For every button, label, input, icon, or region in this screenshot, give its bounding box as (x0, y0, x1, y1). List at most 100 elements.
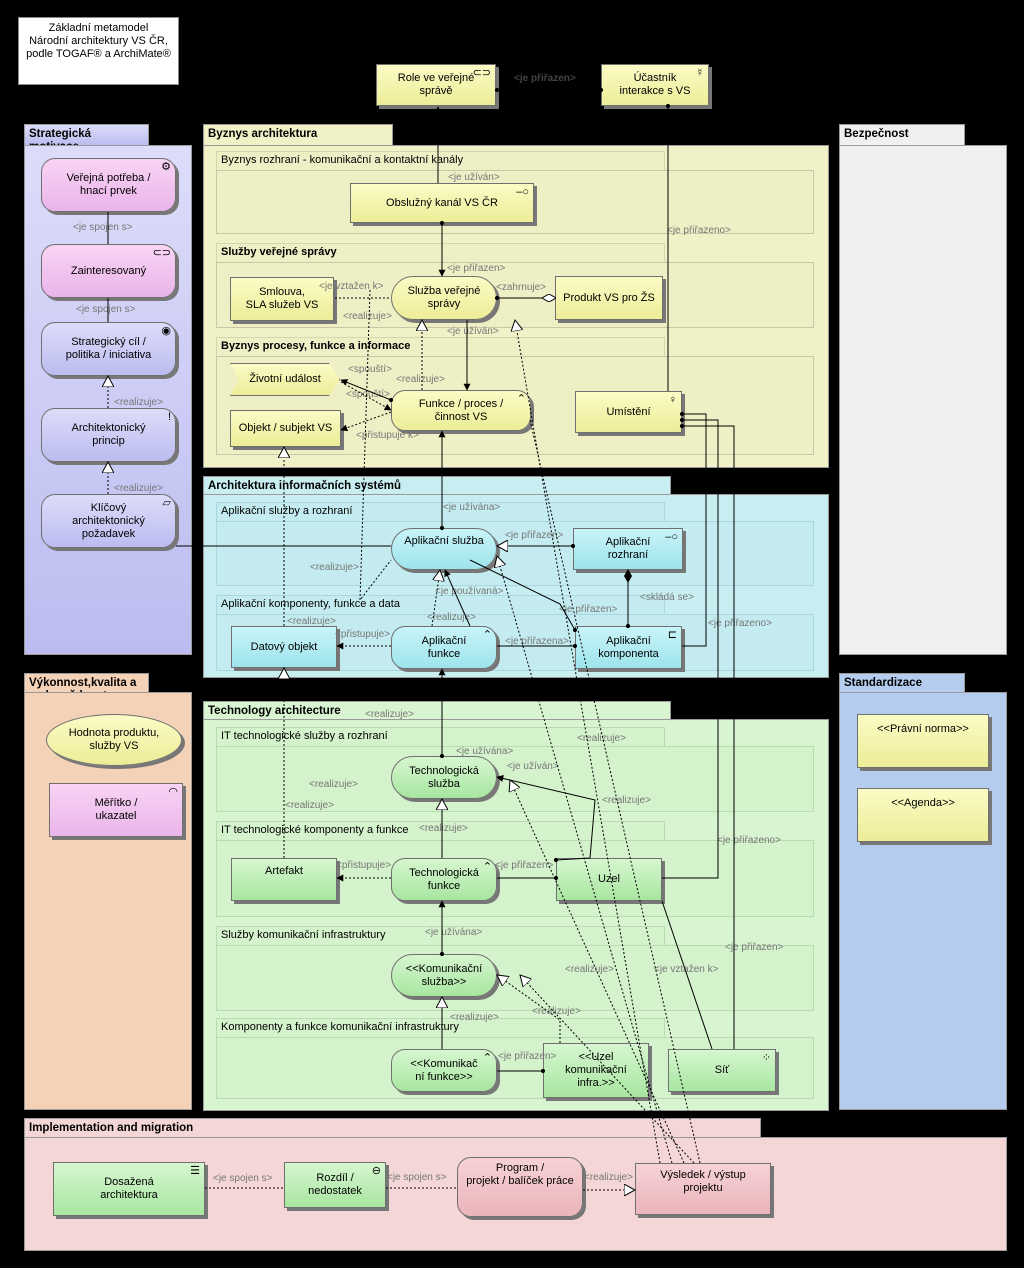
actor-icon: ☿ (695, 67, 704, 79)
relation-label-used-by-a: <je užívána> (443, 502, 501, 513)
tech-service-element[interactable]: Technologická služba (391, 756, 497, 799)
program-element[interactable]: Program / projekt / balíček práce (457, 1157, 583, 1217)
relation-label-used-t3: <je užívána> (425, 927, 483, 938)
relation-label-realizes-2: <realizuje> (396, 374, 445, 385)
relation-label-assigned-t2: <je přiřazeno> (717, 835, 781, 846)
interface-icon: –○ (516, 186, 529, 198)
subgroup-channels-tab: Byznys rozhraní - komunikační a kontaktn… (216, 151, 665, 171)
relation-label-associated: <je spojen s> (73, 222, 133, 233)
need-element[interactable]: Veřejná potřeba / hnací prvek⚙ (41, 158, 176, 212)
process-element[interactable]: Funkce / proces / činnost VS⌃ (391, 390, 531, 431)
subgroup-comm-services (216, 945, 814, 1011)
relation-label-related: <je vztažen k> (319, 281, 384, 292)
legal-norm-element[interactable]: <<Právní norma>> (857, 714, 989, 768)
data-object-element[interactable]: Datový objekt (231, 626, 337, 668)
subgroup-channels (216, 170, 814, 234)
relation-label-assigned-c2: <je přiřazeno> (708, 618, 772, 629)
relation-label-assigned-t: <je přiřazen> (495, 860, 554, 871)
app-service-element[interactable]: Aplikační služba (391, 528, 497, 570)
comm-node-element[interactable]: <<Uzel komunikační infra.>> (543, 1043, 649, 1098)
channel-element[interactable]: Obslužný kanál VS ČR–○ (350, 183, 534, 223)
relation-label-accesses: <přistupuje k> (356, 430, 419, 441)
life-event-element[interactable]: Životní událost (230, 363, 340, 396)
product-element[interactable]: Produkt VS pro ŽS (555, 276, 663, 320)
relation-label-realizes-a: <realizuje> (310, 562, 359, 573)
deliverable-element[interactable]: Výsledek / výstup projektu (635, 1163, 771, 1215)
interface-icon: –○ (665, 531, 678, 543)
baseline-element[interactable]: Dosažená architektura☰ (53, 1162, 205, 1216)
gauge-icon: ◠ (168, 786, 178, 798)
artifact-element[interactable]: Artefakt (231, 858, 337, 901)
app-function-element[interactable]: Aplikační funkce⌃ (391, 626, 497, 669)
relation-label-realizes-c2: <realizuje> (450, 1012, 499, 1023)
group-tech-tab: Technology architecture (203, 701, 671, 720)
principle-element[interactable]: Architektonický princip! (41, 408, 176, 462)
relation-label-realizes-t2: <realizuje> (577, 733, 626, 744)
subgroup-comm-components-tab: Komponenty a funkce komunikační infrastr… (216, 1018, 665, 1038)
relation-label-realizes-t6: <realizuje> (419, 823, 468, 834)
subgroup-services-tab: Služby veřejné správy (216, 243, 665, 263)
relation-label-used-a2: <je používaná> (435, 586, 504, 597)
principle-icon: ! (167, 411, 171, 423)
actor-element[interactable]: Účastník interakce s VS☿ (601, 64, 709, 106)
relation-label-realizes-a2: <realizuje> (427, 612, 476, 623)
comm-function-element[interactable]: <<Komunikač ní funkce>>⌃ (391, 1049, 497, 1092)
group-security-tab: Bezpečnost (839, 124, 965, 146)
relation-label-assoc-i1: <je spojen s> (213, 1173, 273, 1184)
stakeholder-element[interactable]: Zainteresovaný⊂⊃ (41, 244, 176, 298)
contract-element[interactable]: Smlouva, SLA služeb VS (230, 277, 334, 321)
group-motivation-tab: Strategická motivace (24, 124, 149, 153)
requirement-element[interactable]: Klíčový architektonický požadavek▱ (41, 494, 176, 548)
process-icon: ⌃ (516, 393, 526, 405)
requirement-icon: ▱ (162, 497, 171, 509)
location-element[interactable]: Umístění♀ (575, 391, 682, 433)
goal-element[interactable]: Strategický cíl / politika / iniciativa◉ (41, 322, 176, 376)
relation-label-realizes: <realizuje> (343, 311, 392, 322)
function-icon: ⌃ (482, 629, 492, 641)
node-element[interactable]: Uzel (556, 858, 662, 901)
role-icon: ⊂⊃ (472, 67, 491, 79)
tech-function-element[interactable]: Technologická funkce⌃ (391, 858, 497, 901)
object-element[interactable]: Objekt / subjekt VS (230, 410, 341, 447)
relation-label-used-by-p: <je užíván> (447, 326, 499, 337)
agenda-element[interactable]: <<Agenda>> (857, 788, 989, 842)
relation-label-assigned-to: <je přiřazen> (514, 73, 576, 84)
relation-label-assigned-f: <je přiřazena> (505, 636, 569, 647)
subgroup-app-services-tab: Aplikační služby a rozhraní (216, 502, 665, 522)
relation-label-assigned-a: <je přiřazen> (505, 530, 564, 541)
gap-icon: ⊖ (371, 1165, 381, 1177)
stakeholder-icon: ⊂⊃ (152, 247, 171, 259)
relation-label-realizes-r2: <realizuje> (287, 616, 336, 627)
group-impl-tab: Implementation and migration (24, 1118, 761, 1138)
app-component-element[interactable]: Aplikační komponenta⊏ (575, 626, 682, 669)
component-icon: ⊏ (667, 629, 677, 641)
relation-label-assigned-m: <je přiřazen> (447, 263, 506, 274)
network-element[interactable]: Síť⁘ (668, 1049, 776, 1092)
product-value-element[interactable]: Hodnota produktu, služby VS (46, 714, 182, 766)
relation-label-used-t: <je užívána> (456, 746, 514, 757)
subgroup-processes-tab: Byznys procesy, funkce a informace (216, 337, 665, 357)
relation-label-assigned: <je přiřazeno> (667, 225, 731, 236)
title-note: Základní metamodel Národní architektury … (18, 17, 179, 85)
relation-label-realizes-t5: <realizuje> (285, 800, 334, 811)
comm-service-element[interactable]: <<Komunikační služba>> (391, 954, 497, 997)
metric-element[interactable]: Měřítko / ukazatel◠ (49, 783, 183, 837)
relation-label-realizes-p: <realizuje> (114, 397, 163, 408)
app-interface-element[interactable]: Aplikační rozhraní–○ (573, 528, 683, 570)
relation-label-realizes-t: <realizuje> (365, 709, 414, 720)
public-service-element[interactable]: Služba veřejné správy (391, 276, 497, 320)
location-icon: ♀ (668, 394, 677, 406)
gap-element[interactable]: Rozdíl / nedostatek⊖ (284, 1162, 386, 1208)
relation-label-accesses-2: <přistupuje> (335, 629, 391, 640)
relation-label-realizes-r: <realizuje> (114, 483, 163, 494)
relation-label-assigned-c3: <je přiřazen> (725, 942, 784, 953)
plateau-icon: ☰ (190, 1165, 200, 1177)
relation-label-triggers-2: <spouští> (346, 389, 390, 400)
relation-label-realizes-t4: <realizuje> (602, 795, 651, 806)
relation-label-associated-2: <je spojen s> (76, 304, 136, 315)
relation-label-used-by: <je užíván> (448, 172, 500, 183)
role-element[interactable]: Role ve veřejné správě⊂⊃ (376, 64, 496, 106)
relation-label-used-t2: <je užíván> (507, 761, 559, 772)
relation-label-includes: <zahrnuje> (496, 282, 547, 293)
group-is-tab: Architektura informačních systémů (203, 476, 671, 495)
